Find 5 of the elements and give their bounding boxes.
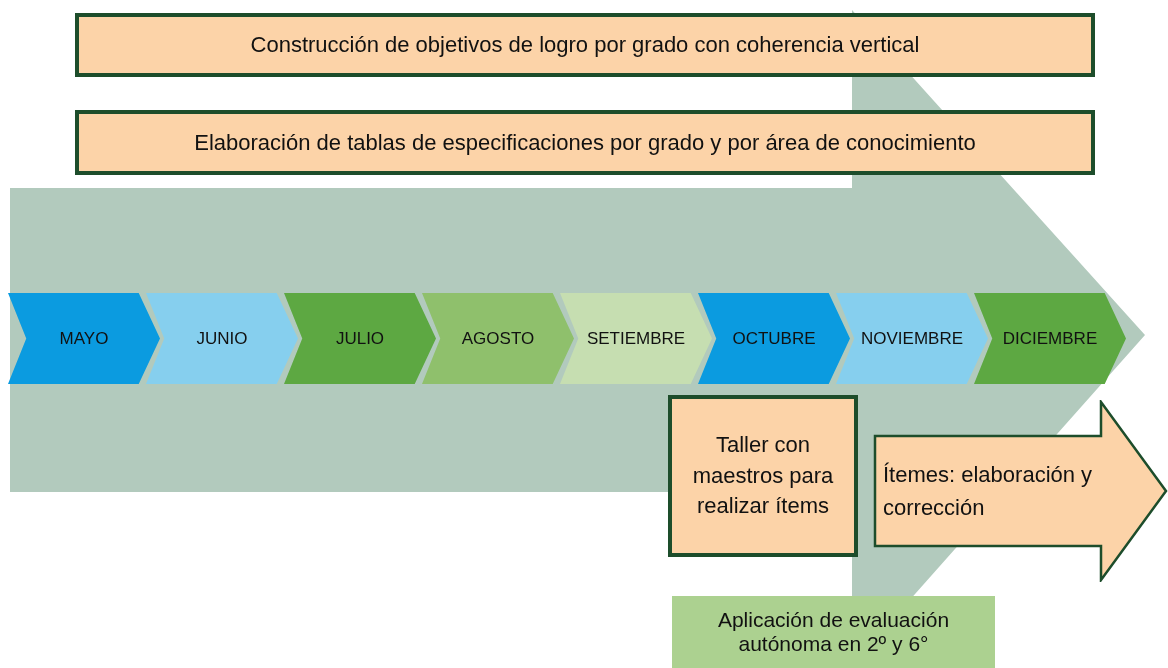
arrow-label: Ítemes: elaboración y corrección: [883, 461, 1094, 522]
timeline-segment: DICIEMBRE: [974, 293, 1126, 384]
activity-box: Aplicación de evaluación autónoma en 2º y 6°: [672, 596, 995, 668]
task-bar: Construcción de objetivos de logro por grado con coherencia vertical: [75, 13, 1095, 77]
task-bar: Elaboración de tablas de especificaciones por grado y por área de conocimiento: [75, 110, 1095, 175]
